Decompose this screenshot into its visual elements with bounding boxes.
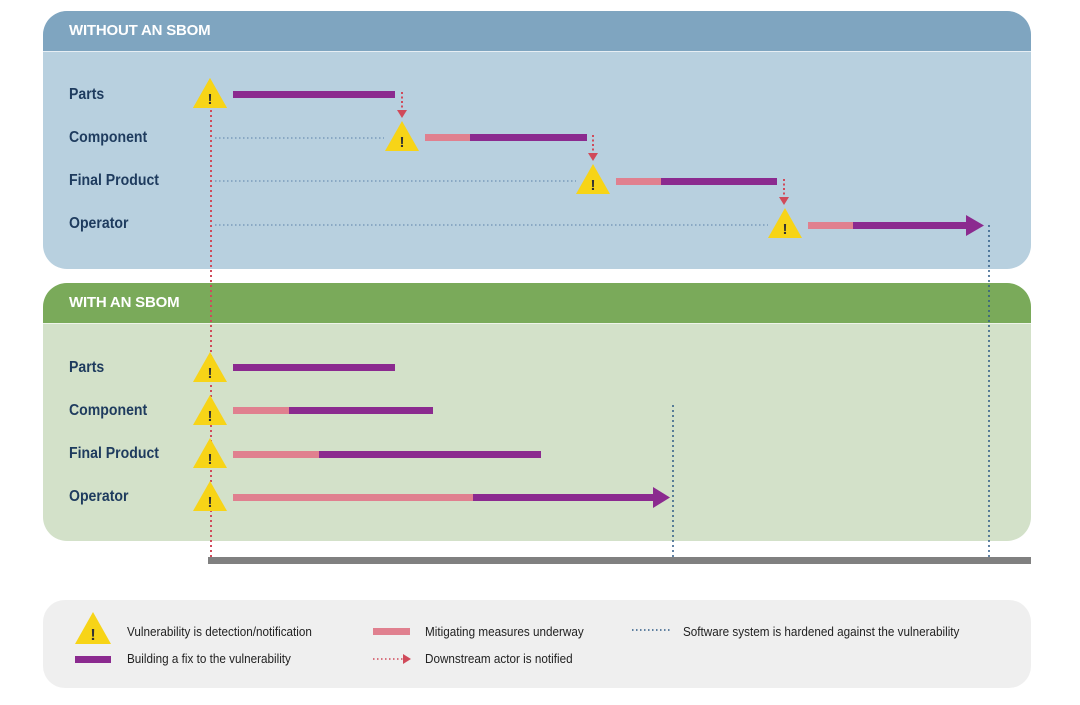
mitigating-bar	[808, 222, 853, 229]
warning-icon: !	[75, 612, 111, 644]
notify-arrow-head	[779, 197, 789, 205]
timeline-diagram: !	[193, 78, 1031, 564]
without-row-parts: Parts	[69, 86, 105, 103]
without-row-component: Component	[69, 129, 148, 146]
with-row-parts: Parts	[69, 359, 105, 376]
fix-bar	[473, 494, 655, 501]
warning-icon	[768, 208, 802, 238]
without-sbom-panel: WITHOUT AN SBOM	[43, 11, 1031, 269]
fix-arrow-head	[653, 487, 670, 508]
without-sbom-header: WITHOUT AN SBOM	[43, 11, 1031, 52]
mitigating-bar	[616, 178, 661, 185]
with-row-component: Component	[69, 402, 148, 419]
fix-bar	[661, 178, 777, 185]
fix-bar	[853, 222, 968, 229]
warning-icon	[193, 352, 227, 382]
fix-arrow-head	[966, 215, 984, 236]
notify-arrow-head	[588, 153, 598, 161]
warning-icon	[193, 395, 227, 425]
legend-vulnerability-label: Vulnerability is detection/notification	[127, 624, 312, 639]
legend: ! Vulnerability is detection/notificatio…	[43, 600, 1031, 688]
legend-hardened-label: Software system is hardened against the …	[683, 624, 960, 639]
legend-mitigating-label: Mitigating measures underway	[425, 624, 584, 639]
warning-icon	[385, 121, 419, 151]
mitigating-bar	[233, 494, 473, 501]
fix-bar	[233, 91, 395, 98]
fix-bar	[319, 451, 541, 458]
mitigating-bar	[425, 134, 470, 141]
timeline-axis	[208, 557, 1031, 564]
svg-text:!: !	[90, 627, 95, 644]
legend-fix-swatch	[75, 656, 111, 663]
legend-mitigating-swatch	[373, 628, 410, 635]
warning-icon	[193, 481, 227, 511]
fix-bar	[289, 407, 433, 414]
legend-notified-label: Downstream actor is notified	[425, 651, 573, 666]
legend-notify-arrow-icon	[373, 654, 411, 664]
warning-icon	[193, 438, 227, 468]
warning-icon	[576, 164, 610, 194]
warning-icon	[193, 78, 227, 108]
mitigating-bar	[233, 451, 319, 458]
fix-bar	[233, 364, 395, 371]
notify-arrow-head	[397, 110, 407, 118]
without-row-operator: Operator	[69, 215, 129, 232]
fix-bar	[470, 134, 587, 141]
with-sbom-header: WITH AN SBOM	[43, 283, 1031, 324]
legend-hardened-line-icon	[632, 629, 670, 631]
without-row-final-product: Final Product	[69, 172, 159, 189]
with-row-operator: Operator	[69, 488, 129, 505]
legend-fix-label: Building a fix to the vulnerability	[127, 651, 291, 666]
mitigating-bar	[233, 407, 289, 414]
with-row-final-product: Final Product	[69, 445, 159, 462]
